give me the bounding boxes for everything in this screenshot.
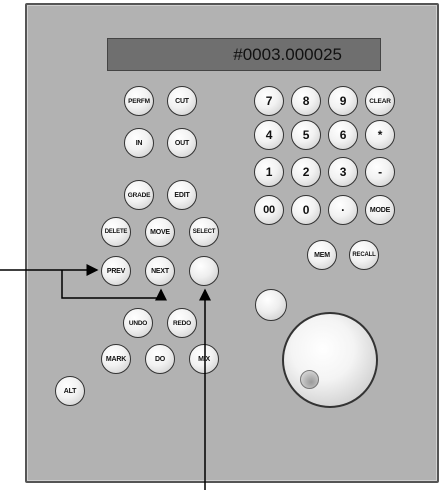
edit-button[interactable]: EDIT (167, 180, 197, 210)
jog-wheel-finger-dimple (300, 370, 319, 389)
key-1[interactable]: 1 (254, 157, 284, 187)
next-button[interactable]: NEXT (145, 256, 175, 286)
prev-button[interactable]: PREV (101, 256, 131, 286)
grade-button[interactable]: GRADE (124, 180, 154, 210)
mode-button[interactable]: MODE (365, 195, 395, 225)
perfm-button[interactable]: PERFM (124, 86, 154, 116)
undo-button[interactable]: UNDO (123, 308, 153, 338)
recall-button[interactable]: RECALL (349, 240, 379, 270)
select-button[interactable]: SELECT (189, 217, 219, 247)
key-minus[interactable]: - (365, 157, 395, 187)
key-5[interactable]: 5 (291, 120, 321, 150)
jog-wheel[interactable] (282, 312, 378, 408)
key-2[interactable]: 2 (291, 157, 321, 187)
key-7[interactable]: 7 (254, 86, 284, 116)
mem-button[interactable]: MEM (307, 240, 337, 270)
key-00[interactable]: 00 (254, 195, 284, 225)
key-0[interactable]: 0 (291, 195, 321, 225)
key-3[interactable]: 3 (328, 157, 358, 187)
in-button[interactable]: IN (124, 128, 154, 158)
mix-button[interactable]: MIX (189, 344, 219, 374)
cut-button[interactable]: CUT (167, 86, 197, 116)
control-panel (25, 3, 439, 483)
key-9[interactable]: 9 (328, 86, 358, 116)
key-6[interactable]: 6 (328, 120, 358, 150)
do-button[interactable]: DO (145, 344, 175, 374)
alt-button[interactable]: ALT (55, 376, 85, 406)
delete-button[interactable]: DELETE (101, 217, 131, 247)
out-button[interactable]: OUT (167, 128, 197, 158)
mark-button[interactable]: MARK (101, 344, 131, 374)
display-value: #0003.000025 (233, 44, 342, 64)
key-8[interactable]: 8 (291, 86, 321, 116)
key-star[interactable]: * (365, 120, 395, 150)
key-4[interactable]: 4 (254, 120, 284, 150)
clear-button[interactable]: CLEAR (365, 86, 395, 116)
unlabeled-button[interactable] (189, 256, 219, 286)
redo-button[interactable]: REDO (167, 308, 197, 338)
key-dot[interactable]: · (328, 195, 358, 225)
jog-mode-button[interactable] (255, 289, 287, 321)
move-button[interactable]: MOVE (145, 217, 175, 247)
timecode-display: #0003.000025 (107, 38, 381, 71)
